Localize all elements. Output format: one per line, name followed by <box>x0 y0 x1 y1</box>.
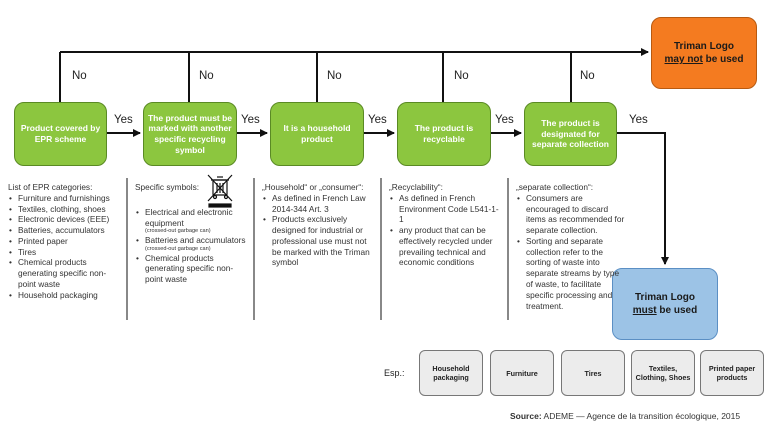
outcome-must-line: must be used <box>633 304 697 318</box>
outcome-may-not-emph: may not <box>664 54 703 65</box>
yes-label-1: Yes <box>114 114 133 126</box>
yes-arrow-5 <box>617 132 669 265</box>
outcome-must-emph: must <box>632 305 657 316</box>
specific-symbols-title: Specific symbols: <box>135 182 200 192</box>
symbol-item-text: Chemical products generating specific no… <box>145 252 234 285</box>
epr-categories-title: List of EPR categories: <box>8 182 93 192</box>
box-epr-scheme: Product covered by EPR scheme <box>14 102 107 166</box>
recyclability-definition-title: „Recyclability“: <box>389 182 443 192</box>
outcome-must-title: Triman Logo <box>635 291 695 303</box>
outcome-may-not-title: Triman Logo <box>674 40 734 52</box>
symbol-item-text: Electrical and electronic equipment <box>145 206 233 228</box>
separate-collection-title: „separate collection“: <box>516 182 594 192</box>
separate-collection-item: Consumers are encouraged to discard item… <box>517 193 628 236</box>
box-separate-collection: The product is designated for separate c… <box>524 102 617 166</box>
crossed-out-bin-icon <box>207 174 233 208</box>
household-item: As defined in French Law 2014-344 Art. 3 <box>263 193 376 215</box>
household-definition-title: „Household“ or „consumer“: <box>262 182 364 192</box>
example-tires: Tires <box>561 350 625 396</box>
example-furniture: Furniture <box>490 350 554 396</box>
recyclability-item: As defined in French Environment Code L5… <box>390 193 503 225</box>
yes-label-2: Yes <box>241 114 260 126</box>
symbol-item-note: (crossed-out garbage can) <box>145 228 211 235</box>
household-definition: „Household“ or „consumer“: As defined in… <box>262 182 376 268</box>
epr-category: Electronic devices (EEE) <box>9 214 124 225</box>
epr-category: Printed paper <box>9 236 124 247</box>
example-household-packaging: Household packaging <box>419 350 483 396</box>
outcome-must-rest: be used <box>656 305 698 316</box>
epr-category: Household packaging <box>9 290 124 301</box>
box-recyclable: The product is recyclable <box>397 102 491 166</box>
symbol-item-note: (crossed-out garbage can) <box>145 245 211 252</box>
yes-label-3: Yes <box>368 114 387 126</box>
epr-categories: List of EPR categories: Furniture and fu… <box>8 182 124 301</box>
epr-category: Furniture and furnishings <box>9 193 124 204</box>
specific-symbols: Specific symbols: Electrical and electro… <box>135 182 249 285</box>
no-label-5: No <box>580 70 595 82</box>
symbol-item: Electrical and electronic equipment(cros… <box>136 206 249 235</box>
household-item: Products exclusively designed for indust… <box>263 214 376 268</box>
no-label-1: No <box>72 70 87 82</box>
yes-label-4: Yes <box>495 114 514 126</box>
outcome-must-box: Triman Logo must be used <box>612 268 718 340</box>
outcome-may-not-line: may not be used <box>665 53 744 67</box>
example-printed-paper: Printed paper products <box>700 350 764 396</box>
source-label: Source: <box>510 411 542 421</box>
recyclability-item: any product that can be effectively recy… <box>390 225 503 268</box>
example-textiles: Textiles, Clothing, Shoes <box>631 350 695 396</box>
separate-collection-item: Sorting and separate collection refer to… <box>517 236 628 311</box>
source-text: ADEME — Agence de la transition écologiq… <box>541 411 741 421</box>
no-label-4: No <box>454 70 469 82</box>
epr-category: Chemical products generating specific no… <box>9 257 124 289</box>
symbol-item: Batteries and accumulators(crossed-out g… <box>136 235 249 252</box>
recyclability-definition: „Recyclability“: As defined in French En… <box>389 182 503 268</box>
symbol-item-text: Batteries and accumulators <box>145 235 246 246</box>
no-label-2: No <box>199 70 214 82</box>
no-label-3: No <box>327 70 342 82</box>
epr-category: Tires <box>9 247 124 258</box>
separate-collection-definition: „separate collection“: Consumers are enc… <box>516 182 628 311</box>
yes-label-5: Yes <box>629 114 648 126</box>
symbol-item: Chemical products generating specific no… <box>136 252 249 285</box>
box-household: It is a household product <box>270 102 364 166</box>
epr-category: Batteries, accumulators <box>9 225 124 236</box>
epr-category: Textiles, clothing, shoes <box>9 204 124 215</box>
outcome-may-not-rest: be used <box>702 54 744 65</box>
outcome-may-not-box: Triman Logo may not be used <box>651 17 757 89</box>
box-specific-symbol: The product must be marked with another … <box>143 102 237 166</box>
examples-label: Esp.: <box>384 368 405 378</box>
source-note: Source: ADEME — Agence de la transition … <box>510 411 740 421</box>
